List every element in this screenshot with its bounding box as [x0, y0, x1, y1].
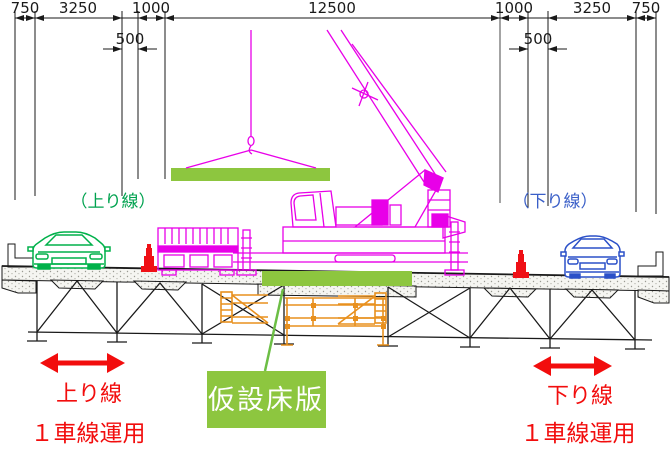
dim-750-right: 750: [632, 0, 661, 17]
truss-feet: [27, 332, 645, 350]
orange-shoring: [220, 291, 389, 346]
temporary-deck-panel-installed: [262, 271, 412, 286]
sub-dimension-500-right: [509, 46, 567, 52]
dim-1000-left: 1000: [132, 0, 170, 17]
crane-hook-and-slings: [185, 30, 317, 169]
crane-outriggers: [233, 221, 468, 276]
suspended-deck-panel: [171, 168, 330, 181]
dim-3250-left: 3250: [59, 0, 97, 17]
outbound-lane-text: 下り線: [547, 384, 613, 409]
dim-12500-center: 12500: [308, 0, 356, 17]
callout-box: [207, 371, 326, 428]
outbound-line-label: （下り線）: [513, 192, 598, 212]
traffic-cone-left: [141, 244, 157, 272]
deck-edge-left: [1, 279, 37, 294]
temp-deck-callout: 仮設床版: [207, 288, 326, 428]
dim-750-left: 750: [11, 0, 40, 17]
dimension-chain: [14, 11, 657, 214]
lane-annotation-right: 下り線 １車線運用: [521, 356, 636, 447]
dimension-arrowheads: [15, 15, 656, 21]
sub-dimension-500-left: [103, 46, 157, 52]
dim-500-left: 500: [116, 30, 145, 48]
crane-front-view: [157, 227, 239, 276]
blue-car: [560, 235, 625, 279]
crane-cab: [290, 190, 337, 228]
support-truss: [27, 279, 653, 350]
shoring-centre-frame: [281, 297, 389, 346]
parapet-right: [637, 251, 664, 277]
inbound-lane-text: 上り線: [56, 382, 122, 407]
inbound-line-label: （上り線）: [71, 192, 156, 212]
crane-side-view: [185, 29, 468, 276]
green-car: [27, 231, 111, 270]
dim-500-right: 500: [524, 30, 553, 48]
dim-1000-right: 1000: [495, 0, 533, 17]
shoring-left-assembly: [220, 291, 269, 324]
dim-3250-right: 3250: [573, 0, 611, 17]
deck-edge-right: [637, 289, 670, 304]
callout-text: 仮設床版: [208, 385, 324, 416]
crane-boom: [326, 29, 447, 183]
one-lane-operation-left: １車線運用: [31, 421, 146, 447]
one-lane-operation-right: １車線運用: [521, 421, 636, 447]
traffic-cone-right: [513, 250, 529, 278]
lane-annotation-left: 上り線 １車線運用: [31, 353, 146, 447]
crane-carrier: [282, 169, 466, 263]
